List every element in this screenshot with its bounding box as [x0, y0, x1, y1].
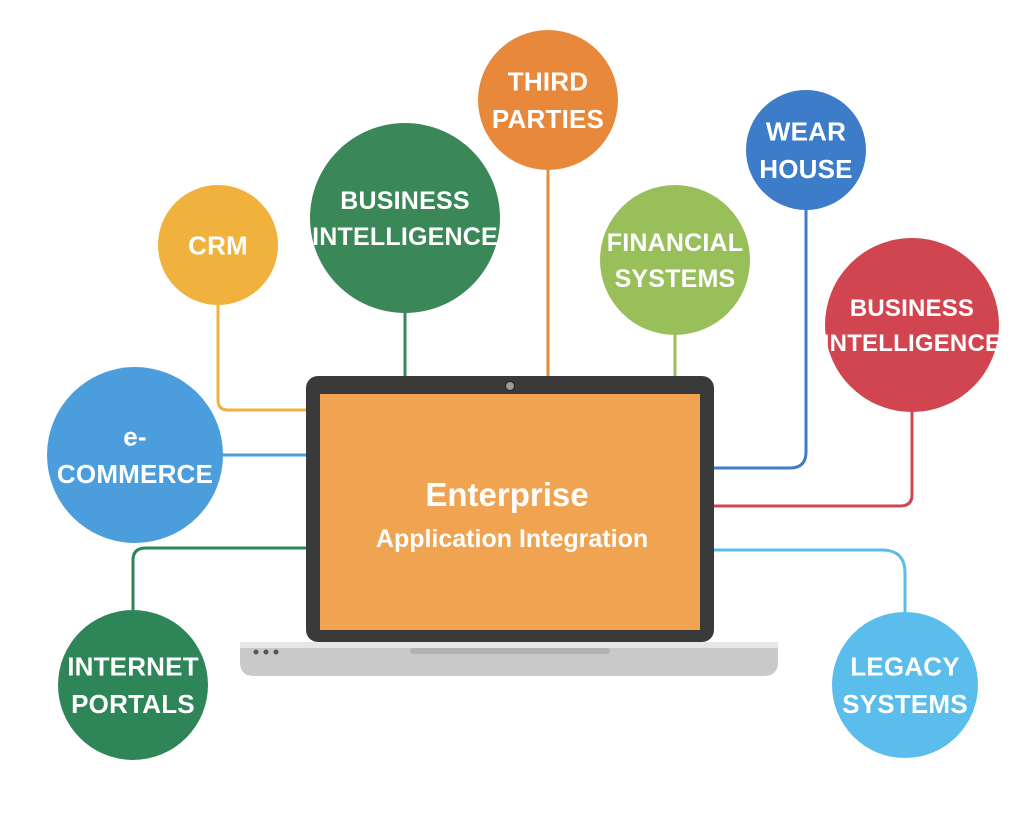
node-crm: CRM	[158, 185, 278, 305]
node-label: COMMERCE	[57, 459, 213, 489]
laptop-base	[240, 642, 778, 676]
laptop-camera	[505, 381, 515, 391]
connector-legacy-systems	[712, 548, 907, 620]
node-label: INTELLIGENCE	[823, 330, 1001, 357]
node-internet-portals: INTERNET PORTALS	[58, 610, 208, 760]
node-label: THIRD	[508, 67, 588, 97]
node-label: e-	[123, 422, 147, 452]
node-wear-house: WEAR HOUSE	[746, 90, 866, 210]
laptop-screen	[320, 394, 700, 630]
node-label: WEAR	[766, 117, 846, 147]
node-circle	[310, 123, 500, 313]
node-label: INTERNET	[67, 652, 199, 682]
node-circle	[158, 185, 278, 305]
node-circle	[58, 610, 208, 760]
node-label: BUSINESS	[340, 187, 469, 215]
center-subtitle: Application Integration	[376, 525, 648, 553]
node-label: LEGACY	[850, 652, 960, 682]
connector-lines	[131, 168, 914, 620]
node-label: SYSTEMS	[842, 689, 968, 719]
node-circle	[47, 367, 223, 543]
laptop-led	[273, 649, 279, 655]
node-business-intelligence-right: BUSINESS INTELLIGENCE	[823, 238, 1001, 412]
node-circle	[746, 90, 866, 210]
laptop-hinge	[410, 648, 610, 654]
node-circle	[478, 30, 618, 170]
node-label: FINANCIAL	[607, 229, 744, 257]
laptop: Enterprise Application Integration	[240, 376, 778, 676]
node-label: PORTALS	[71, 689, 195, 719]
node-e-commerce: e- COMMERCE	[47, 367, 223, 543]
node-legacy-systems: LEGACY SYSTEMS	[832, 612, 978, 758]
connector-business-intelligence-right	[712, 410, 914, 508]
laptop-led	[253, 649, 259, 655]
node-label: PARTIES	[492, 104, 604, 134]
nodes: THIRD PARTIES WEAR HOUSE BUSINESS INTELLIGENC…	[47, 30, 1001, 760]
node-label: HOUSE	[759, 154, 852, 184]
laptop-base-edge	[240, 642, 778, 648]
laptop-led	[263, 649, 269, 655]
node-circle	[832, 612, 978, 758]
node-circle	[825, 238, 999, 412]
node-third-parties: THIRD PARTIES	[478, 30, 618, 170]
connector-internet-portals	[131, 546, 308, 610]
node-business-intelligence-top: BUSINESS INTELLIGENCE	[310, 123, 500, 313]
node-label: CRM	[188, 230, 248, 260]
connector-wear-house	[712, 205, 808, 470]
connector-crm	[216, 305, 308, 412]
node-label: SYSTEMS	[615, 265, 736, 293]
center-title: Enterprise	[425, 476, 588, 513]
node-financial-systems: FINANCIAL SYSTEMS	[600, 185, 750, 335]
node-label: INTELLIGENCE	[312, 223, 498, 251]
node-circle	[600, 185, 750, 335]
node-label: BUSINESS	[850, 295, 974, 322]
